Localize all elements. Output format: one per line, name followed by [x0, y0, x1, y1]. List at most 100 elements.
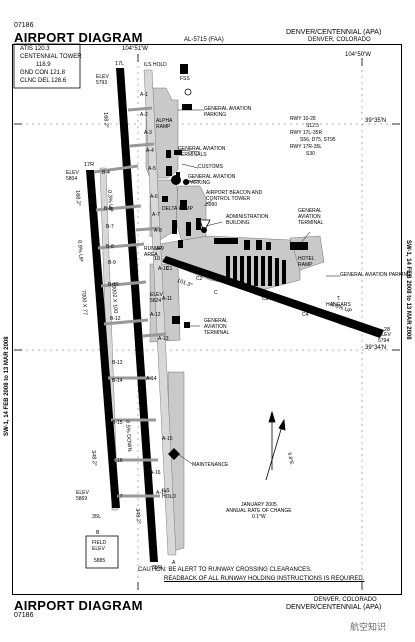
rwy-strength-4: S56, D75, ST95: [300, 137, 336, 143]
t-hangars: T HANGARS: [326, 296, 351, 308]
ga-terminal-right: GENERAL AVIATION TERMINAL: [298, 208, 324, 226]
tower-freq: 118.9: [36, 62, 51, 68]
taxiway-label: B-10: [108, 282, 119, 288]
taxiway-label: A-7: [152, 212, 160, 218]
rwy-17l-hdg: 168.2°: [102, 112, 110, 129]
lon-left: 104°51'W: [122, 46, 148, 52]
field-elev-label: FIELD ELEV: [92, 540, 107, 552]
taxiway-label: A-3: [144, 130, 152, 136]
ga-terminal-bottom: GENERAL AVIATION TERMINAL: [204, 318, 230, 336]
taxiway-label: A-8: [154, 228, 162, 234]
taxiway-label: C3: [262, 296, 269, 302]
maintenance: MAINTENANCE: [192, 462, 229, 468]
taxiway-label: A-13: [158, 336, 169, 342]
lat-top: 39°35'N: [365, 118, 387, 124]
elev-17r: ELEV 5804: [66, 170, 79, 182]
diagram-frame: [12, 44, 402, 595]
rwy-35r-label: 35R: [152, 565, 163, 571]
al-number: AL-5715 (FAA): [184, 37, 224, 43]
page-title: AIRPORT DIAGRAM: [14, 30, 143, 45]
rwy-35l-label: 35L: [92, 514, 102, 520]
caution-line-2: READBACK OF ALL RUNWAY HOLDING INSTRUCTI…: [164, 576, 365, 582]
clnc-freq: CLNC DEL 128.6: [20, 78, 67, 84]
rwy-28-label: 28: [384, 327, 391, 333]
ga-parking-2: GENERAL AVIATION PARKING: [188, 174, 236, 186]
elev-17l: ELEV 5793: [96, 74, 109, 86]
rwy-35r-hdg: 348.2°: [134, 508, 142, 525]
taxiway-label: A-2: [140, 112, 148, 118]
atis-freq: ATIS 120.3: [20, 46, 50, 52]
gnd-freq: GND CON 121.8: [20, 70, 66, 76]
runup-area: RUNUP AREA: [144, 246, 162, 258]
taxiway-label: A-1: [140, 92, 148, 98]
taxiway-label: A-6: [150, 194, 158, 200]
ga-parking-1: GENERAL AVIATION PARKING: [204, 106, 252, 118]
airport-name: DENVER/CENTENNIAL (APA): [286, 29, 382, 36]
taxiway-label: B-14: [112, 378, 123, 384]
rwy-strength-1: RWY 10-28: [290, 116, 316, 122]
elev-rwy28: ELEV 5794: [378, 332, 391, 344]
chart-id: 07186: [14, 22, 34, 29]
taxiway-label: C: [214, 290, 218, 296]
watermark: 航空知识: [350, 622, 387, 632]
variation-note: JANUARY 2005 ANNUAL RATE OF CHANGE 0.1°W: [226, 502, 292, 520]
taxiway-label: C4: [302, 312, 309, 318]
rwy-17r-hdg: 168.2°: [74, 190, 82, 207]
taxiway-label: C1: [166, 266, 173, 272]
taxiway-label: A-17: [156, 490, 167, 496]
lon-right: 104°50'W: [345, 52, 371, 58]
taxiway-label: B-15: [112, 420, 123, 426]
ga-parking-3: GENERAL AVIATION PARKING: [340, 272, 411, 278]
rwy-strength-6: S30: [306, 151, 315, 157]
taxiway-label: B-7: [106, 224, 114, 230]
taxiway-label: A-9: [156, 246, 164, 252]
taxiway-label: A-15: [162, 436, 173, 442]
rwy-strength-3: RWY 17L-35R: [290, 130, 323, 136]
ga-terminals: GENERAL AVIATION TERMINALS: [178, 146, 226, 158]
taxiway-label: C2: [196, 276, 203, 282]
taxiway-label: B-9: [108, 260, 116, 266]
airport-location: DENVER, COLORADO: [308, 37, 371, 43]
footer-location: DENVER, COLORADO: [314, 597, 377, 603]
ils-hold-top: ILS HOLD: [144, 62, 167, 68]
caution-line-1: CAUTION: BE ALERT TO RUNWAY CROSSING CLE…: [138, 567, 312, 573]
rwy-strength-5: RWY 17R-35L: [290, 144, 323, 150]
hotel-ramp: HOTEL RAMP: [298, 256, 315, 268]
taxiway-label: A-16: [150, 470, 161, 476]
field-elev-value: 5885: [94, 558, 106, 564]
fss-label: FSS: [180, 76, 190, 82]
elev-rwy10: ELEV 5824: [150, 292, 163, 304]
taxiway-label: A: [172, 560, 176, 566]
taxiway-label: A-12: [150, 312, 161, 318]
taxiway-label: A-4: [146, 148, 154, 154]
rwy-35l-hdg: 348.2°: [90, 450, 98, 467]
lat-bottom: 39°34'N: [365, 345, 387, 351]
alpha-ramp: ALPHA RAMP: [156, 118, 173, 130]
admin-building: ADMINISTRATION BUILDING: [226, 214, 269, 226]
taxiway-label: B-6: [104, 206, 112, 212]
ils-hold-bottom: ILS HOLD: [162, 488, 176, 500]
rwy-17l-label: 17L: [115, 61, 125, 67]
taxiway-label: B-4: [102, 170, 110, 176]
taxiway-label: A-5: [148, 166, 156, 172]
taxiway-label: B-13: [112, 360, 123, 366]
taxiway-label: A-11: [162, 296, 173, 302]
customs: CUSTOMS: [198, 164, 223, 170]
footer-airport-name: DENVER/CENTENNIAL (APA): [286, 604, 382, 611]
taxiway-label: A-14: [146, 376, 157, 382]
beacon-tower: AIRPORT BEACON AND CONTROL TOWER 5990: [206, 190, 263, 208]
delta-ramp: DELTA RAMP: [162, 206, 193, 212]
rwy-10-label: 10: [154, 256, 161, 262]
taxiway-label: B-8: [106, 244, 114, 250]
footer-title: AIRPORT DIAGRAM: [14, 598, 143, 613]
elev-35l: ELEV 5869: [76, 490, 89, 502]
rwy-17r-label: 17R: [84, 162, 95, 168]
taxiway-label: B: [96, 530, 100, 536]
footer-chart-id: 07186: [14, 612, 34, 619]
tower-label: CENTENNIAL TOWER: [20, 54, 82, 60]
taxiway-label: B-12: [110, 316, 121, 322]
rwy-strength-2: S12.5: [306, 123, 320, 129]
taxiway-label: A-10: [158, 266, 169, 272]
taxiway-label: B-16: [112, 458, 123, 464]
